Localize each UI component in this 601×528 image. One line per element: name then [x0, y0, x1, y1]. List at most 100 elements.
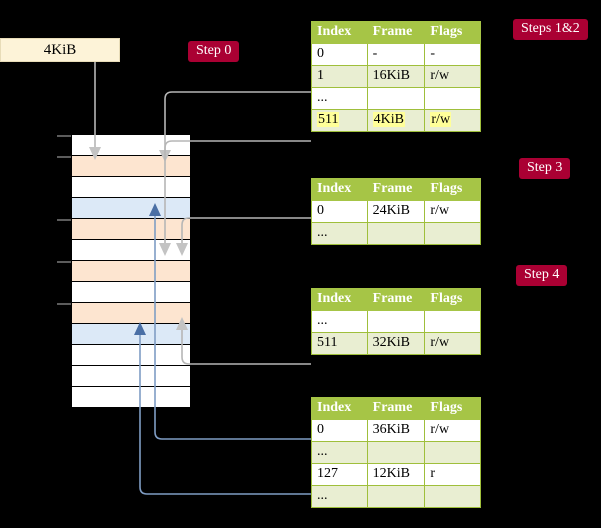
- cell-index: ...: [311, 87, 368, 110]
- cell-frame: [366, 222, 426, 245]
- column-header-frame: Frame: [366, 397, 426, 420]
- cell-frame: 16KiB: [366, 65, 426, 88]
- cell-frame: 4KiB: [366, 109, 426, 132]
- badge-step-4: Step 4: [516, 265, 568, 287]
- cell-frame: 36KiB: [366, 419, 426, 442]
- column-header-frame: Frame: [366, 288, 426, 311]
- table-row: ...: [311, 441, 481, 464]
- cell-flags: r/w: [424, 332, 481, 355]
- column-header-flags: Flags: [424, 21, 481, 44]
- memory-frame-row: [72, 219, 190, 240]
- table-row: ...: [311, 87, 481, 110]
- cell-flags: r/w: [424, 65, 481, 88]
- highlighted-value: r/w: [430, 112, 452, 127]
- cell-frame: [366, 485, 426, 508]
- cell-index: 0: [311, 200, 368, 223]
- memory-frame-row: [72, 261, 190, 282]
- badge-step-0: Step 0: [188, 41, 240, 63]
- cell-index: ...: [311, 485, 368, 508]
- table-row: ...: [311, 485, 481, 508]
- highlighted-value: 4KiB: [372, 112, 405, 127]
- cell-frame: 24KiB: [366, 200, 426, 223]
- source-frame-box: 4KiB: [0, 38, 120, 62]
- physical-memory-column: [71, 134, 191, 408]
- memory-frame-row: [72, 177, 190, 198]
- cell-index: ...: [311, 310, 368, 333]
- memory-frame-row: [72, 366, 190, 387]
- cell-frame: 12KiB: [366, 463, 426, 486]
- cell-index: 127: [311, 463, 368, 486]
- cell-flags: [424, 310, 481, 333]
- table-row: ...: [311, 222, 481, 245]
- cell-index: ...: [311, 441, 368, 464]
- cell-frame: 32KiB: [366, 332, 426, 355]
- column-header-flags: Flags: [424, 397, 481, 420]
- cell-flags: [424, 485, 481, 508]
- cell-flags: r/w: [424, 200, 481, 223]
- column-header-frame: Frame: [366, 178, 426, 201]
- source-frame-label: 4KiB: [43, 41, 77, 58]
- memory-frame-tick: [57, 219, 71, 221]
- memory-frame-row: [72, 282, 190, 303]
- cell-index: 0: [311, 43, 368, 66]
- cell-index: 511: [311, 332, 368, 355]
- wire-table3-to-memory: [181, 330, 311, 365]
- memory-frame-row: [72, 135, 190, 156]
- cell-index: 1: [311, 65, 368, 88]
- memory-frame-row: [72, 345, 190, 366]
- column-header-index: Index: [311, 397, 368, 420]
- wire-table2-to-memory: [181, 217, 311, 243]
- cell-flags: r/w: [424, 109, 481, 132]
- table-row: ...: [311, 310, 481, 333]
- memory-frame-row: [72, 387, 190, 408]
- memory-frame-row: [72, 240, 190, 261]
- column-header-index: Index: [311, 288, 368, 311]
- cell-flags: [424, 441, 481, 464]
- memory-frame-row: [72, 303, 190, 324]
- cell-frame: -: [366, 43, 426, 66]
- cell-flags: r: [424, 463, 481, 486]
- cell-flags: -: [424, 43, 481, 66]
- cell-frame: [366, 310, 426, 333]
- memory-frame-tick: [57, 156, 71, 158]
- table-row: 511 4KiB r/w: [311, 109, 481, 132]
- cell-frame: [366, 87, 426, 110]
- highlighted-value: 511: [317, 112, 340, 127]
- column-header-index: Index: [311, 178, 368, 201]
- cell-flags: [424, 87, 481, 110]
- column-header-flags: Flags: [424, 178, 481, 201]
- cell-flags: [424, 222, 481, 245]
- column-header-flags: Flags: [424, 288, 481, 311]
- memory-frame-tick: [57, 261, 71, 263]
- memory-frame-row: [72, 156, 190, 177]
- wire-memory-to-table4-row127: [139, 413, 311, 495]
- badge-step-3: Step 3: [519, 158, 571, 180]
- memory-frame-tick: [57, 303, 71, 305]
- wire-memory-to-table4-row0: [154, 413, 311, 440]
- cell-index: ...: [311, 222, 368, 245]
- cell-index: 511: [311, 109, 368, 132]
- memory-frame-row: [72, 324, 190, 345]
- badge-steps-1-2: Steps 1&2: [513, 19, 588, 41]
- memory-frame-tick: [57, 135, 71, 137]
- cell-frame: [366, 441, 426, 464]
- table-row: 0--: [311, 43, 481, 66]
- column-header-frame: Frame: [366, 21, 426, 44]
- cell-index: 0: [311, 419, 368, 442]
- column-header-index: Index: [311, 21, 368, 44]
- cell-flags: r/w: [424, 419, 481, 442]
